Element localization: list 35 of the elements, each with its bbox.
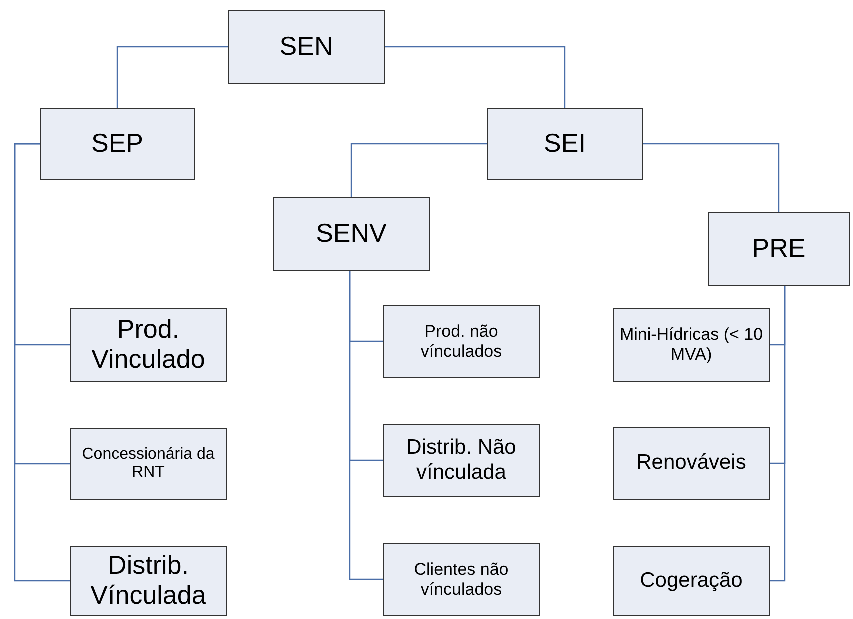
connector-line [385, 46, 566, 108]
org-box [383, 424, 540, 497]
org-box [613, 308, 770, 382]
org-box [613, 546, 770, 616]
box-label: SENV [316, 219, 387, 249]
box-label: Prod. Vinculado [90, 315, 206, 375]
box-label: SEN [280, 32, 334, 62]
connector-line [14, 143, 70, 582]
connector-line [770, 286, 786, 582]
org-box [487, 108, 643, 180]
connector-line [350, 143, 487, 197]
org-box [613, 427, 770, 500]
box-label: Renováveis [636, 451, 746, 476]
org-box [70, 308, 227, 382]
org-box [273, 197, 430, 271]
box-label: Distrib. Vínculada [90, 551, 208, 611]
box-label: Clientes não vínculados [413, 560, 510, 600]
org-box [383, 543, 540, 616]
box-label: Mini-Hídricas (< 10 MVA) [618, 325, 764, 365]
connector-line [349, 271, 383, 580]
org-box [708, 212, 850, 286]
box-label: Prod. não vínculados [420, 322, 504, 362]
box-label: Distrib. Não vínculada [406, 436, 518, 485]
connector-line [116, 46, 228, 108]
org-box [70, 546, 227, 616]
box-label: SEI [544, 129, 586, 159]
org-box [228, 10, 385, 84]
org-box [70, 428, 227, 500]
box-label: PRE [752, 234, 806, 264]
org-box [40, 108, 195, 180]
box-label: SEP [91, 129, 144, 159]
connector-line [643, 143, 780, 212]
box-label: Concessionária da RNT [81, 446, 216, 482]
org-box [383, 305, 540, 378]
box-label: Cogeração [640, 568, 743, 594]
